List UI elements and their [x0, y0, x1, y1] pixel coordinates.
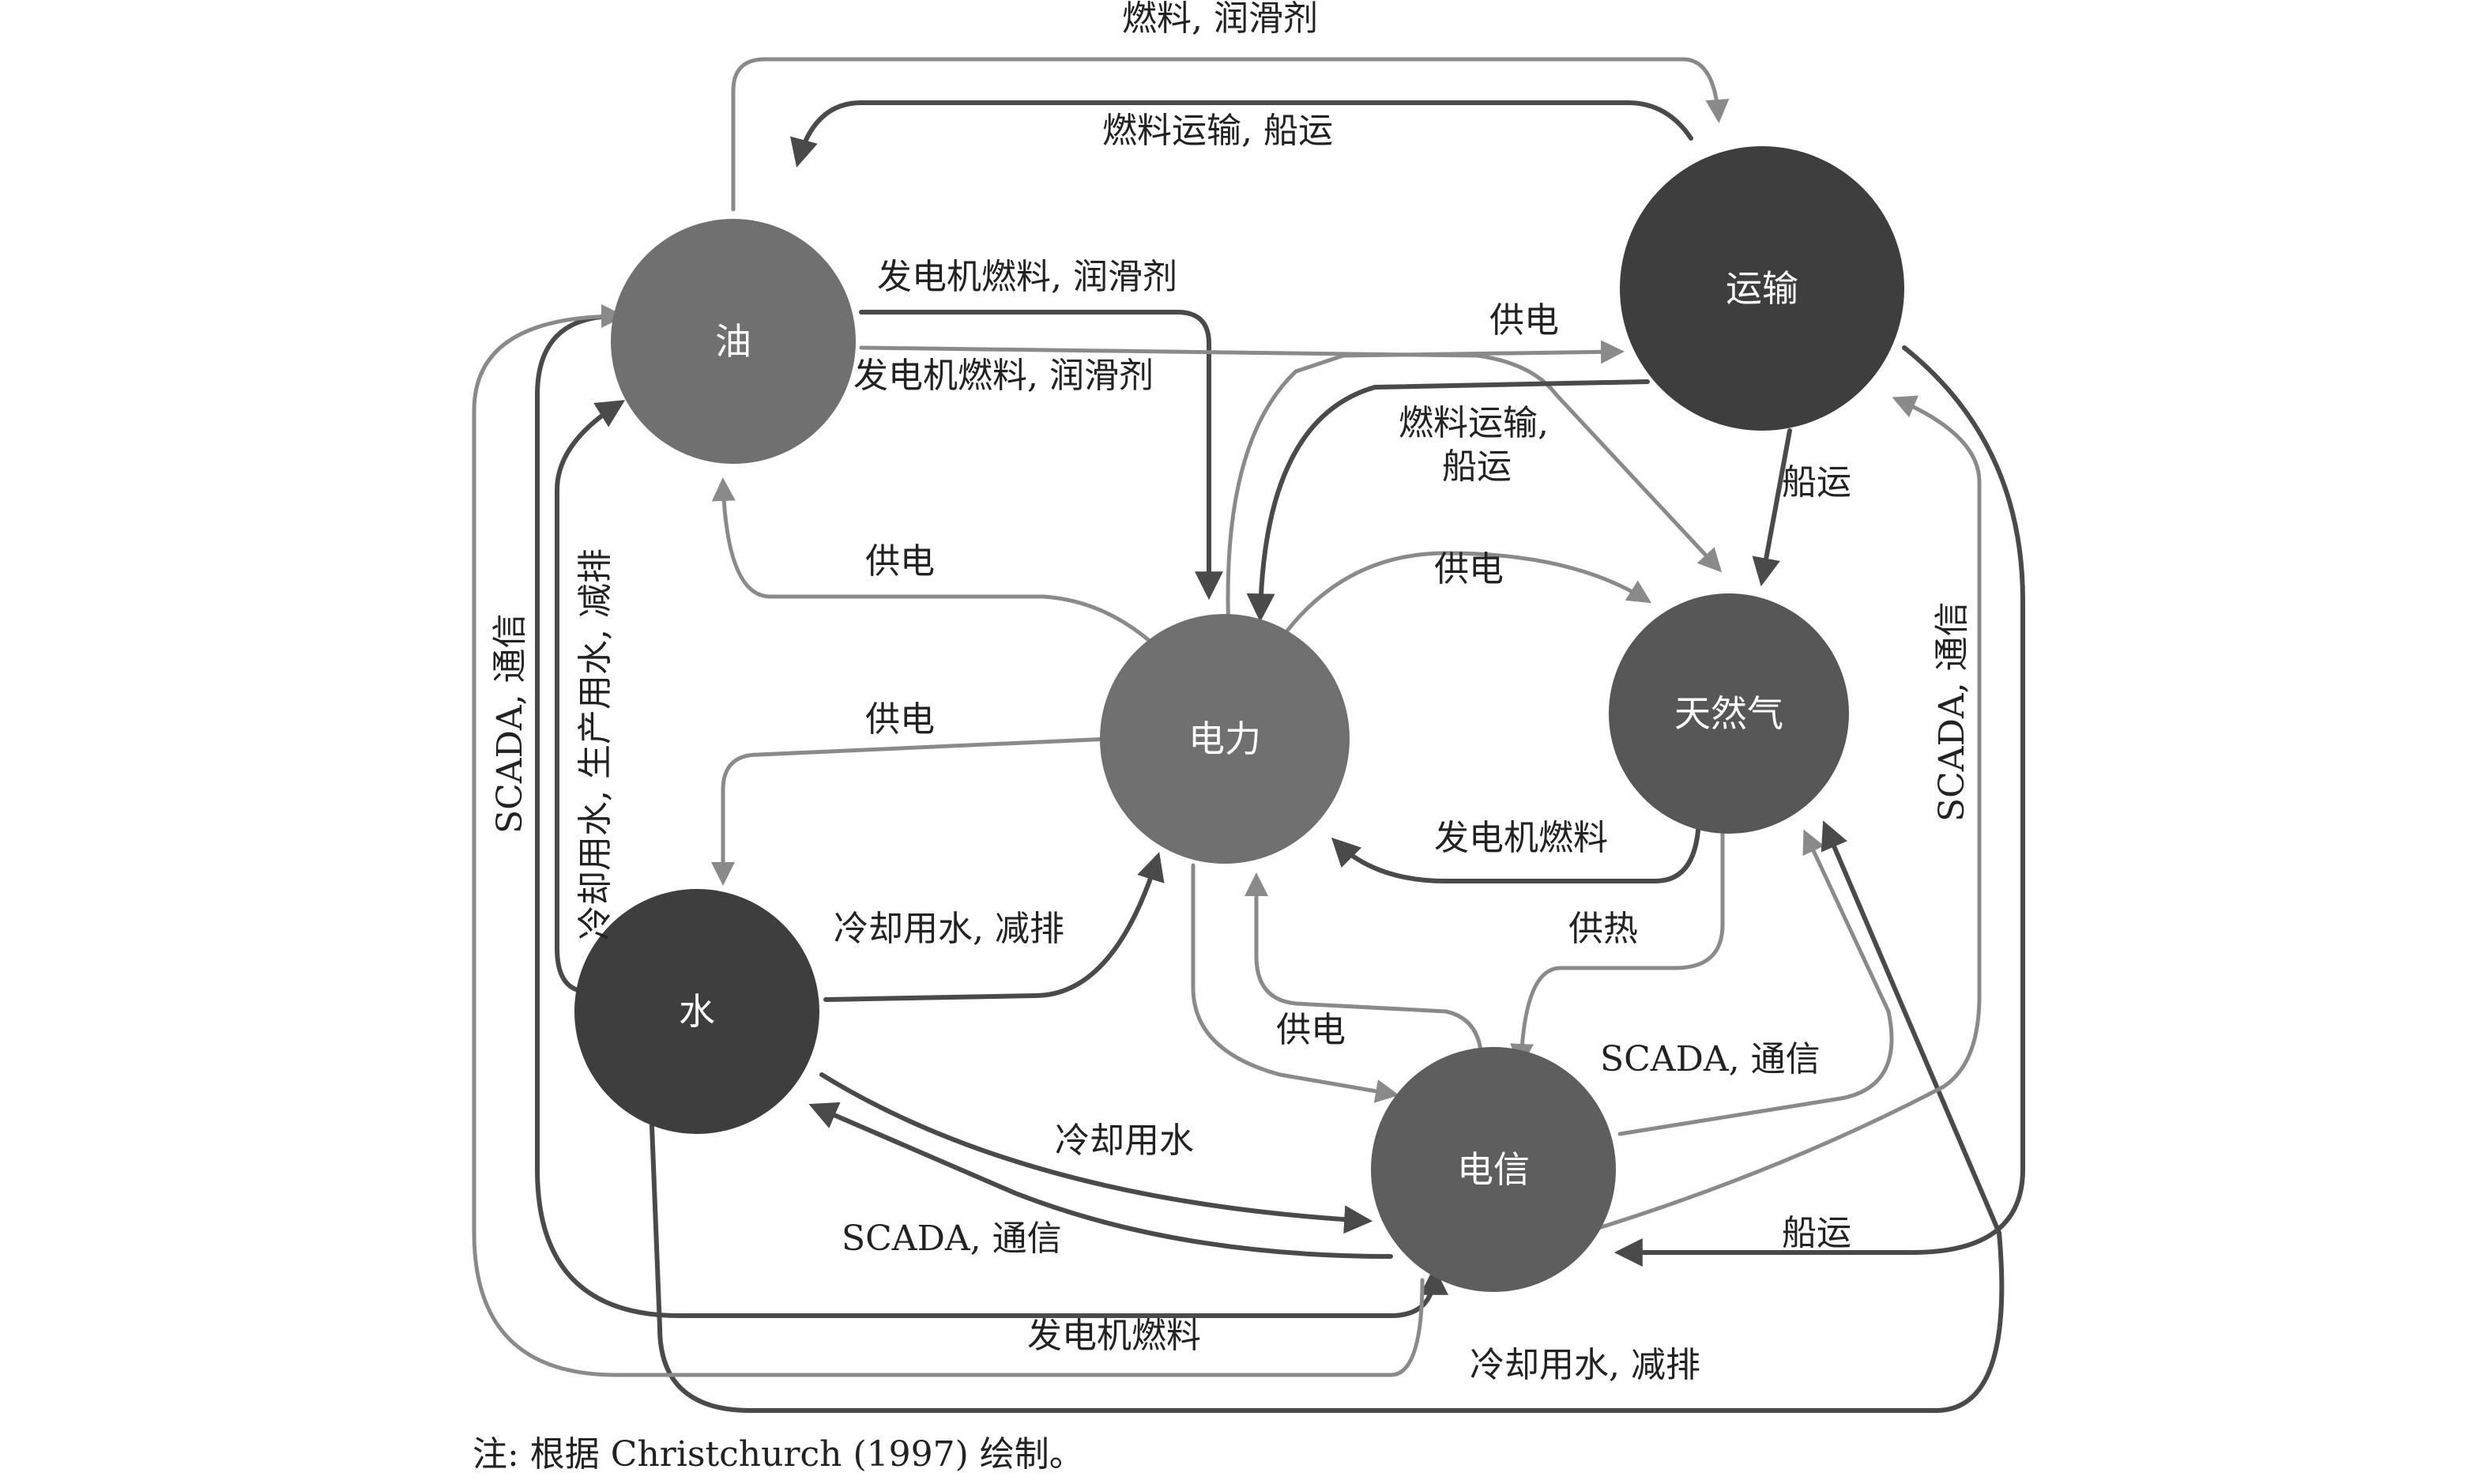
label-transport-oil: 燃料运输, 船运 — [1102, 111, 1333, 151]
label-transport-gas: 船运 — [1782, 462, 1851, 503]
label-water-oil: 冷却用水, 生产用水, 减排 — [575, 548, 616, 940]
label-telecom-water: SCADA, 通信 — [842, 1218, 1062, 1259]
node-gas-circle — [1609, 593, 1849, 834]
edge-oil-transport — [731, 57, 1730, 212]
edge-water-telecom — [819, 1072, 1373, 1234]
edge-power-water — [711, 736, 1113, 886]
edge-power-gas — [1278, 551, 1652, 642]
edge-power-transport — [1226, 340, 1625, 635]
label-power-transport: 供电 — [1489, 300, 1559, 341]
node-power-circle — [1100, 614, 1350, 864]
node-water-circle — [574, 889, 819, 1134]
node-oil[interactable]: 油 — [611, 219, 856, 464]
edge-transport-gas — [1752, 428, 1792, 587]
edge-power-oil — [711, 477, 1160, 650]
label-water-telecom: 冷却用水 — [1055, 1121, 1194, 1161]
edge-oil-power — [859, 310, 1223, 601]
label-power-oil: 供电 — [865, 541, 935, 582]
node-transport-circle — [1620, 146, 1904, 431]
label-power-water: 供电 — [865, 699, 935, 740]
label-power-gas: 供电 — [1434, 549, 1504, 589]
label-transport-power-2: 船运 — [1442, 446, 1512, 487]
node-gas[interactable]: 天然气 — [1609, 593, 1849, 834]
label-transport-telecom: 船运 — [1782, 1213, 1851, 1253]
label-gas-telecom: 供热 — [1568, 909, 1638, 949]
node-telecom[interactable]: 电信 — [1371, 1047, 1616, 1292]
node-water-label: 水 — [679, 990, 715, 1033]
node-power-label: 电力 — [1188, 718, 1261, 760]
node-telecom-circle — [1371, 1047, 1616, 1292]
node-oil-circle — [611, 219, 856, 464]
edge-gas-power — [1331, 812, 1701, 883]
label-oil-telecom: 发电机燃料 — [1027, 1316, 1201, 1356]
nodes: 油 运输 电力 天然气 水 电信 — [574, 146, 1904, 1292]
edge-water-gas — [650, 820, 2005, 1413]
edge-water-oil — [555, 400, 626, 994]
label-telecom-gas: SCADA, 通信 — [1600, 1039, 1821, 1079]
node-gas-label: 天然气 — [1674, 692, 1783, 735]
edge-oil-gas — [859, 345, 1723, 573]
edge-telecom-power — [1244, 872, 1484, 1065]
edge-telecom-water — [808, 1102, 1393, 1259]
edge-transport-telecom — [1614, 345, 2025, 1267]
node-transport-label: 运输 — [1726, 267, 1798, 310]
edge-oil-telecom — [535, 314, 1448, 1318]
node-transport[interactable]: 运输 — [1620, 146, 1904, 431]
edge-power-telecom — [1191, 863, 1399, 1103]
label-transport-power: 燃料运输, — [1399, 403, 1549, 443]
edge-labels: 燃料, 润滑剂 燃料运输, 船运 发电机燃料, 润滑剂 发电机燃料, 润滑剂 供… — [490, 0, 1972, 1385]
footnote: 注: 根据 Christchurch (1997) 绘制。 — [473, 1434, 1084, 1475]
edges — [472, 57, 2025, 1413]
label-water-gas: 冷却用水, 减排 — [1470, 1345, 1700, 1385]
label-telecom-oil: SCADA, 通信 — [490, 613, 530, 834]
label-oil-transport: 燃料, 润滑剂 — [1122, 0, 1318, 39]
node-power[interactable]: 电力 — [1100, 614, 1350, 864]
label-power-telecom: 供电 — [1276, 1010, 1346, 1050]
edge-telecom-gas — [1617, 829, 1894, 1136]
label-oil-gas: 发电机燃料, 润滑剂 — [853, 356, 1154, 396]
node-water[interactable]: 水 — [574, 889, 819, 1134]
edge-gas-telecom — [1510, 819, 1725, 1068]
label-oil-power: 发电机燃料, 润滑剂 — [877, 257, 1177, 297]
label-gas-power: 发电机燃料 — [1434, 818, 1608, 858]
edge-telecom-oil — [472, 304, 1425, 1377]
edge-transport-power — [1246, 379, 1650, 623]
edge-telecom-transport — [1594, 395, 1982, 1231]
label-telecom-transport: SCADA, 通信 — [1932, 601, 1972, 822]
edge-water-power — [823, 852, 1165, 1002]
node-telecom-label: 电信 — [1457, 1148, 1530, 1191]
node-oil-label: 油 — [715, 320, 751, 363]
label-water-power: 冷却用水, 减排 — [834, 909, 1064, 949]
edge-transport-oil — [790, 100, 1693, 168]
